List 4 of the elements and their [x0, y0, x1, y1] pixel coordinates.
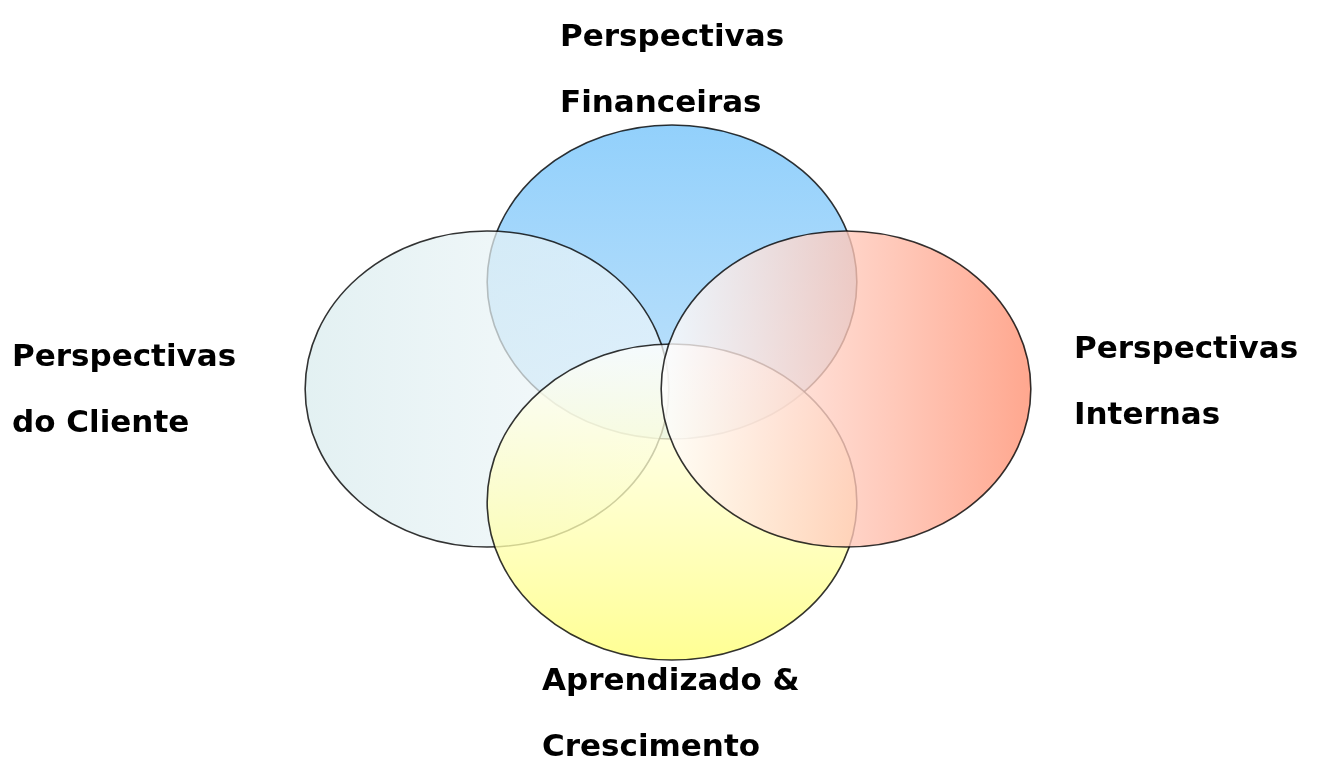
perspective-label: Perspectivas Financeiras: [560, 16, 786, 121]
perspective-label: Perspectivas do Cliente: [12, 336, 238, 441]
perspective-label: Perspectivas Internas: [1074, 328, 1300, 433]
perspective-label: Aprendizado & Crescimento: [542, 660, 801, 765]
